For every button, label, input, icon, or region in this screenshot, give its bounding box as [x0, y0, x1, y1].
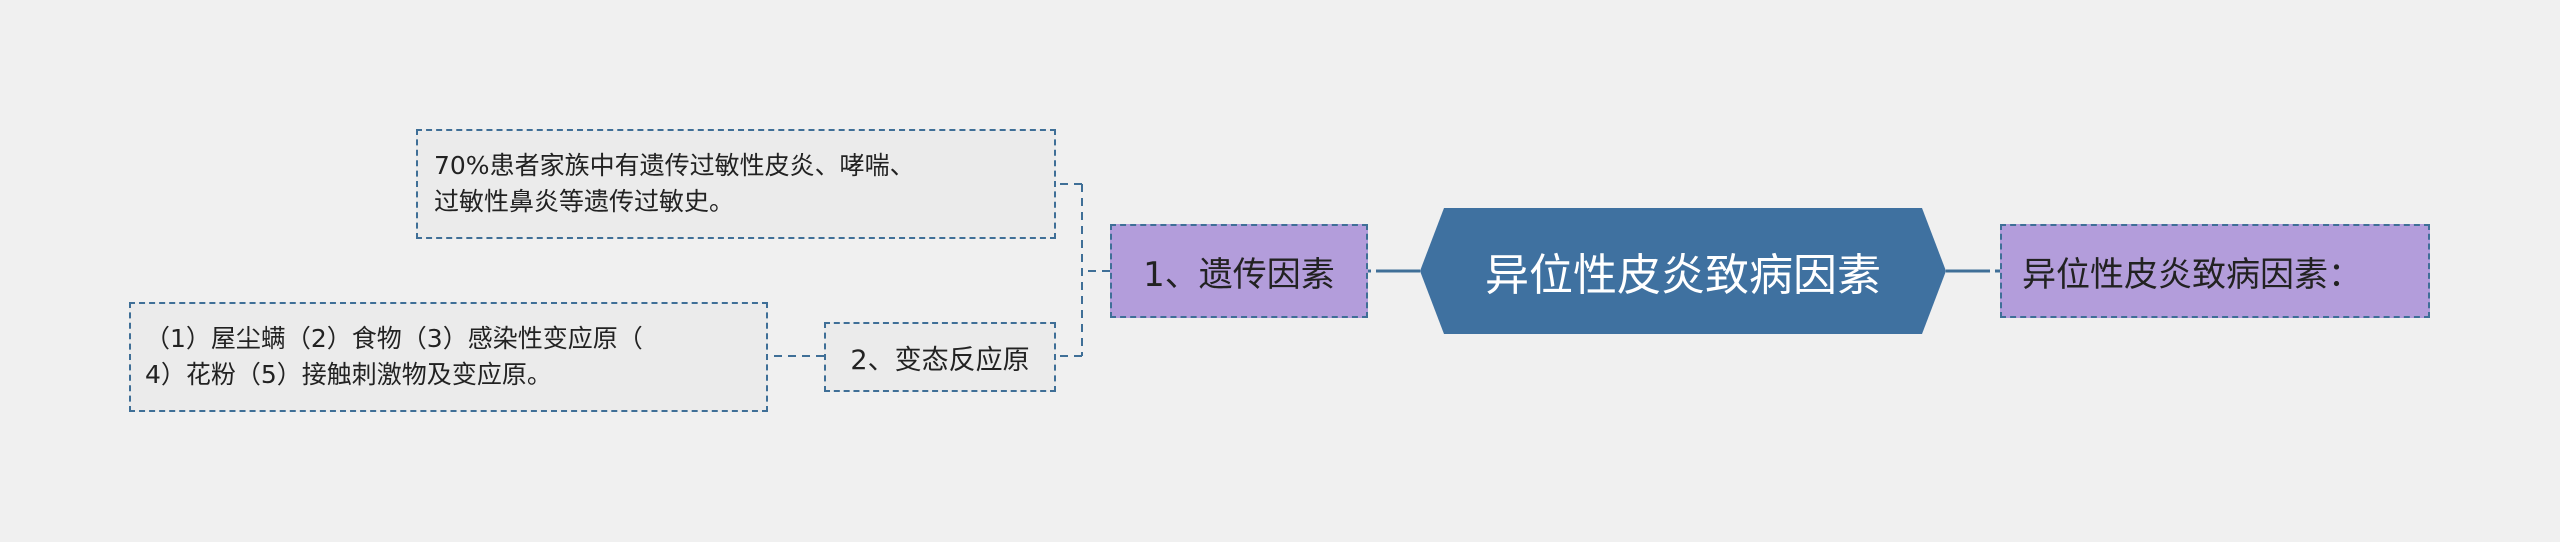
- root-node[interactable]: 异位性皮炎致病因素: [1420, 208, 1946, 334]
- genetic-detail-text: 70%患者家族中有遗传过敏性皮炎、哮喘、 过敏性鼻炎等遗传过敏史。: [434, 151, 915, 216]
- allergen-node[interactable]: 2、变态反应原: [824, 322, 1056, 392]
- allergen-detail-node[interactable]: （1）屋尘螨（2）食物（3）感染性变应原（ 4）花粉（5）接触刺激物及变应原。: [129, 302, 768, 412]
- connector-genetic-bracket: [1056, 183, 1110, 357]
- genetic-node-label: 1、遗传因素: [1143, 254, 1335, 295]
- allergen-detail-text: （1）屋尘螨（2）食物（3）感染性变应原（ 4）花粉（5）接触刺激物及变应原。: [145, 324, 643, 389]
- right-node-label: 异位性皮炎致病因素：: [2022, 254, 2362, 295]
- genetic-detail-node[interactable]: 70%患者家族中有遗传过敏性皮炎、哮喘、 过敏性鼻炎等遗传过敏史。: [416, 129, 1056, 239]
- allergen-node-label: 2、变态反应原: [850, 344, 1030, 376]
- genetic-node[interactable]: 1、遗传因素: [1110, 224, 1368, 318]
- root-node-shape[interactable]: [1420, 208, 1946, 334]
- root-node-label: 异位性皮炎致病因素: [1485, 250, 1881, 301]
- right-node[interactable]: 异位性皮炎致病因素：: [2000, 224, 2430, 318]
